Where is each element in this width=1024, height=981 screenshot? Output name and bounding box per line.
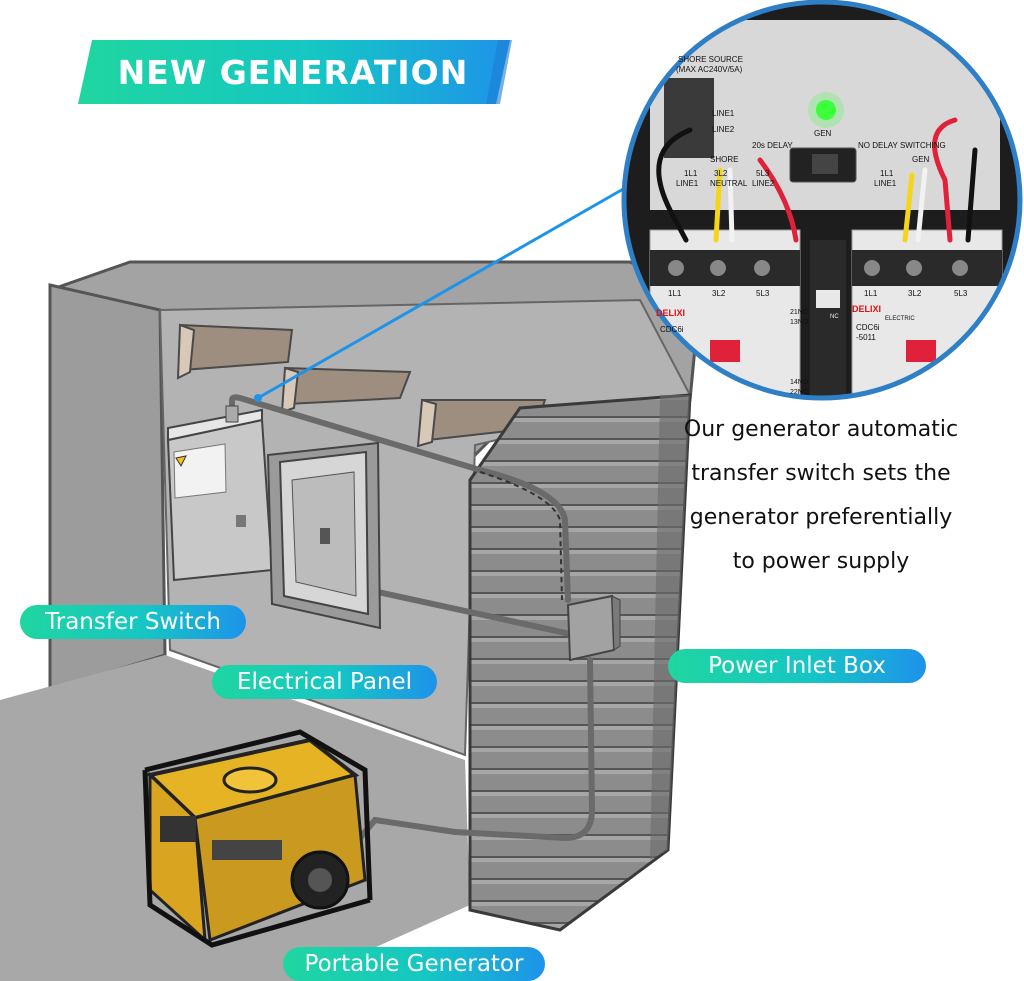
zoom-detail: SHORE SOURCE (MAX AC240V/5A) LINE1 LINE2…: [621, 0, 1023, 401]
label-electrical-panel: Electrical Panel: [212, 665, 437, 699]
zoom-model-right-sub: -5011: [856, 333, 876, 342]
zoom-brand-right: DELIXI: [852, 304, 881, 314]
portable-generator: [142, 729, 373, 948]
zoom-model-right: CDC6i: [856, 323, 880, 332]
zoom-left-1l1-lower: 1L1: [668, 289, 682, 298]
banner-title: NEW GENERATION: [117, 52, 469, 92]
zoom-line1: LINE1: [712, 109, 735, 118]
zoom-left-3l2-lower: 3L2: [712, 289, 726, 298]
zoom-max-rating: (MAX AC240V/5A): [676, 65, 743, 74]
description-line-1: Our generator automatic: [683, 417, 959, 442]
zoom-terminal-5l3: 5L3: [756, 169, 770, 178]
zoom-no-delay: NO DELAY SWITCHING: [858, 141, 946, 150]
zoom-right-3l2-lower: 3L2: [908, 289, 922, 298]
gen-led-indicator: [816, 100, 836, 120]
zoom-wires: [656, 117, 978, 243]
description-line-4: to power supply: [732, 549, 910, 574]
zoom-electric: ELECTRIC: [885, 316, 915, 322]
banner: NEW GENERATION: [78, 40, 508, 104]
banner-shape: [78, 40, 512, 104]
zoom-model-left: CDC6i: [660, 325, 684, 334]
zoom-right-5l3-lower: 5L3: [954, 289, 968, 298]
zoom-right-1l1: 1L1: [880, 169, 894, 178]
transfer-switch-box: [166, 405, 274, 582]
power-inlet-box: [566, 594, 621, 662]
label-transfer-switch: Transfer Switch: [20, 605, 246, 639]
zoom-left-5l3-lower: 5L3: [756, 289, 770, 298]
exterior-siding-wall: [468, 393, 692, 932]
zoom-terminal-neutral: NEUTRAL: [710, 179, 748, 188]
zoom-terminal-3l2: 3L2: [714, 169, 728, 178]
zoom-terminal-1l1: 1L1: [684, 169, 698, 178]
conduit: [229, 394, 596, 853]
zoom-contact-22: 22NC: [790, 389, 808, 396]
zoom-contact-14: 14NO: [790, 379, 809, 386]
zoom-line2: LINE2: [712, 125, 735, 134]
label-portable-generator: Portable Generator: [283, 947, 545, 981]
zoom-pointer-line: [257, 186, 626, 400]
zoom-shore: SHORE: [710, 155, 738, 164]
zoom-terminal-line1: LINE1: [676, 179, 699, 188]
description-line-2: transfer switch sets the: [691, 461, 951, 486]
electrical-panel: [266, 441, 382, 630]
zoom-pointer-dot: [254, 394, 262, 402]
zoom-contact-13: 13NO: [790, 319, 809, 326]
zoom-contact-21: 21NC: [790, 309, 808, 316]
zoom-contact-nc: NC: [830, 314, 839, 320]
zoom-right-1l1-lower: 1L1: [864, 289, 878, 298]
zoom-right-line1: LINE1: [874, 179, 897, 188]
zoom-delay: 20s DELAY: [752, 141, 793, 150]
zoom-shore-source: SHORE SOURCE: [678, 55, 743, 64]
zoom-gen: GEN: [912, 155, 930, 164]
description-text: Our generator automatic transfer switch …: [660, 408, 982, 584]
zoom-terminal-line2: LINE2: [752, 179, 775, 188]
zoom-gen-led-label: GEN: [814, 129, 832, 138]
label-power-inlet-box: Power Inlet Box: [668, 649, 926, 683]
description-line-3: generator preferentially: [689, 505, 953, 530]
zoom-brand-left: DELIXI: [656, 308, 685, 318]
conduit-hidden: [479, 471, 563, 601]
